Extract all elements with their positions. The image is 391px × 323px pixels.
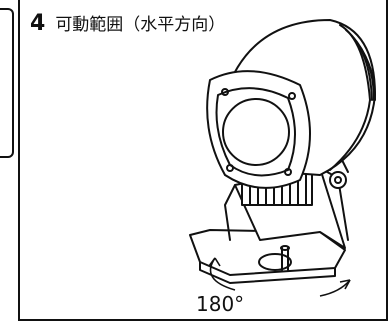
left-page-tab [0,8,14,158]
step-title: 可動範囲（水平方向） [55,15,226,35]
rotation-angle-label: 180° [196,292,245,316]
spotlight-illustration [189,19,377,297]
step-heading: 4 可動範囲（水平方向） [30,10,225,36]
step-number: 4 [30,11,46,36]
instruction-panel: 4 可動範囲（水平方向） [18,0,388,321]
